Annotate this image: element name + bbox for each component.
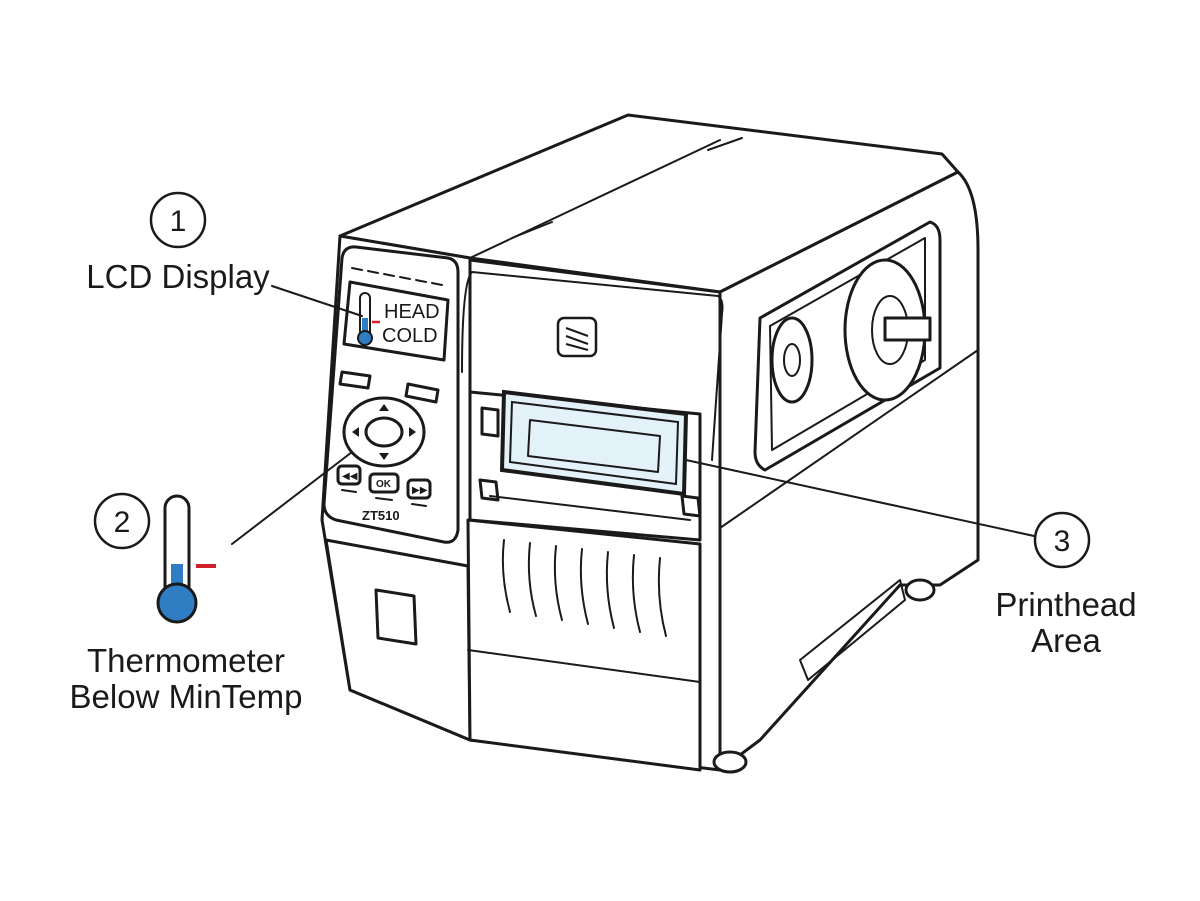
right-latch[interactable] — [680, 494, 702, 518]
callout-3-label-line-2: Area — [1031, 622, 1101, 659]
button-underline — [341, 489, 427, 507]
callout-3: 3 Printhead Area — [685, 459, 1137, 659]
media-spindle — [883, 316, 932, 342]
callout-2-leader — [231, 451, 353, 545]
front-foot — [712, 750, 748, 774]
printer: HEAD COLD ◀◀ OK ▶▶ ZT510 — [320, 113, 980, 774]
lcd-line-2: COLD — [382, 325, 438, 347]
enter-button[interactable] — [364, 416, 404, 448]
power-switch[interactable] — [374, 588, 418, 646]
rewind-icon: ◀◀ — [342, 471, 358, 482]
callout-2-label-line-2: Below MinTemp — [70, 678, 303, 715]
pinch-roll-left — [480, 406, 500, 438]
callout-1-label: LCD Display — [86, 258, 270, 295]
zebra-logo-icon — [556, 316, 598, 358]
callout-1-number: 1 — [170, 205, 187, 238]
left-latch[interactable] — [478, 478, 500, 502]
left-soft-key[interactable] — [338, 370, 372, 390]
platen-roller — [489, 495, 691, 521]
lower-front — [466, 518, 702, 772]
right-arrow-icon — [409, 427, 416, 437]
ok-button[interactable] — [368, 472, 400, 494]
lcd-thermometer-icon — [357, 292, 380, 346]
front-cover-rim — [461, 271, 724, 461]
callout-2-label-line-1: Thermometer — [87, 642, 285, 679]
callout-3-leader — [685, 459, 1035, 537]
callout-2: 2 Thermometer Below MinTemp — [70, 451, 353, 715]
up-arrow-icon — [379, 404, 389, 411]
callout-2-number: 2 — [114, 506, 131, 539]
down-arrow-icon — [379, 453, 389, 460]
printhead-window — [499, 389, 689, 497]
front-bottom-edge — [467, 649, 701, 683]
lid-seam — [469, 139, 721, 259]
ribbon-core — [783, 343, 801, 377]
right-soft-key[interactable] — [404, 382, 440, 404]
callout-2-circle — [93, 492, 151, 550]
forward-icon: ▶▶ — [412, 485, 428, 496]
left-arrow-icon — [352, 427, 359, 437]
callout-1-circle — [149, 191, 207, 249]
ok-label: OK — [376, 479, 392, 490]
rear-foot — [904, 578, 936, 602]
side-seam — [719, 349, 979, 529]
side-foot-rail — [799, 579, 906, 681]
lid-hinge-back — [707, 137, 743, 151]
navigation-pad[interactable] — [342, 396, 426, 468]
model-label: ZT510 — [362, 508, 400, 523]
callout-1-leader — [271, 285, 363, 317]
lcd-line-1: HEAD — [384, 301, 440, 323]
rewind-button[interactable] — [336, 464, 362, 486]
callout-3-number: 3 — [1054, 525, 1071, 558]
callout-3-circle — [1033, 511, 1091, 569]
status-leds — [351, 267, 443, 286]
front-ribs — [501, 539, 667, 637]
callout-1: 1 LCD Display — [86, 191, 363, 317]
ribbon-roll — [770, 316, 814, 404]
forward-button[interactable] — [406, 478, 432, 500]
callout-3-label-line-1: Printhead — [995, 586, 1136, 623]
thermometer-icon — [156, 494, 216, 624]
